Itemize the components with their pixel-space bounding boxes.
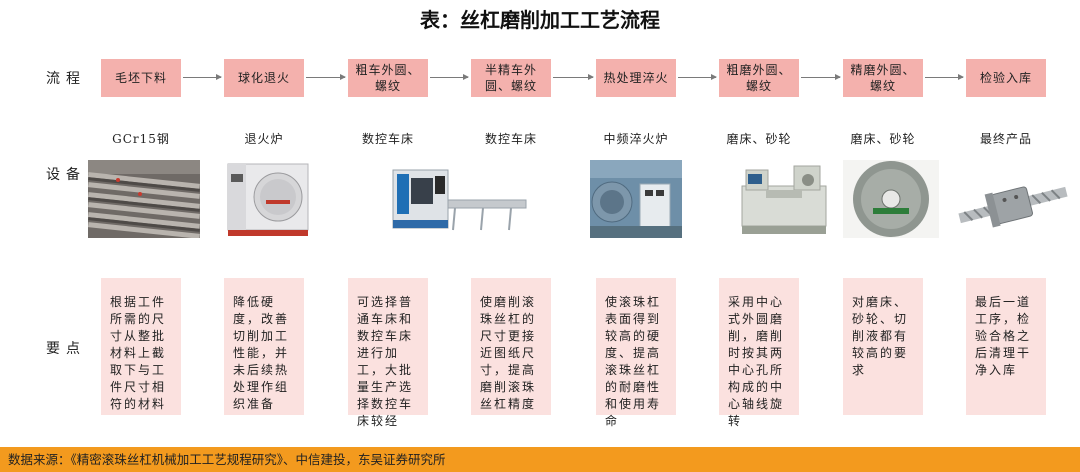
process-step-4: 半精车外圆、螺纹: [471, 59, 551, 97]
key-point-6: 采用中心式外圆磨削，磨削时按其两中心孔所构成的中心轴线旋转: [719, 278, 799, 428]
page-title: 表：丝杠磨削加工工艺流程: [420, 8, 660, 32]
grinding-machine-photo: [736, 160, 832, 238]
key-point-1: 根据工件所需的尺寸从整批材料上截取下与工件尺寸相符的材料: [101, 278, 181, 415]
grinding-wheel-photo: [843, 160, 939, 238]
flow-arrow-1: [183, 74, 222, 80]
flow-arrow-4: [553, 74, 594, 80]
row-label-equipment: 设备: [46, 167, 86, 183]
process-step-3: 粗车外圆、螺纹: [348, 59, 428, 97]
key-point-2: 降低硬度，改善切削加工性能，并未后续热处理作组织准备: [224, 278, 304, 415]
annealing-furnace-photo: [222, 160, 317, 238]
flow-arrow-6: [801, 74, 841, 80]
equipment-name-3: 数控车床: [361, 132, 414, 146]
flow-arrow-2: [306, 74, 346, 80]
key-point-5: 使滚珠杠表面得到较高的硬度、提高滚珠丝杠的耐磨性和使用寿命: [596, 278, 676, 428]
equipment-name-1: GCr15钢: [112, 132, 170, 146]
key-point-3: 可选择普通车床和数控车床进行加工，大批量生产选择数控车床较经: [348, 278, 428, 428]
row-label-process: 流程: [46, 71, 86, 87]
process-step-7: 精磨外圆、螺纹: [843, 59, 923, 97]
key-point-7: 对磨床、砂轮、切削液都有较高的要求: [843, 278, 923, 415]
process-step-6: 粗磨外圆、螺纹: [719, 59, 799, 97]
equipment-name-7: 磨床、砂轮: [850, 132, 916, 146]
process-step-1: 毛坯下料: [101, 59, 181, 97]
key-point-4: 使磨削滚珠丝杠的尺寸更接近图纸尺寸，提高磨削滚珠丝杠精度: [471, 278, 551, 415]
ball-screw-photo: [958, 160, 1068, 238]
flow-arrow-7: [925, 74, 964, 80]
equipment-name-8: 最终产品: [979, 132, 1032, 146]
source-footer: 数据来源：《精密滚珠丝杠机械加工工艺规程研究》、中信建投，东吴证券研究所: [0, 447, 1080, 472]
process-step-2: 球化退火: [224, 59, 304, 97]
equipment-name-4: 数控车床: [484, 132, 537, 146]
flow-arrow-3: [430, 74, 469, 80]
steel-bars-photo: [88, 160, 200, 238]
process-step-8: 检验入库: [966, 59, 1046, 97]
key-point-8: 最后一道工序，检验合格之后清理干净入库: [966, 278, 1046, 415]
quenching-furnace-photo: [590, 160, 682, 238]
process-step-5: 热处理淬火: [596, 59, 676, 97]
equipment-name-6: 磨床、砂轮: [726, 132, 792, 146]
flow-arrow-5: [678, 74, 717, 80]
cnc-lathe-photo: [383, 160, 531, 238]
equipment-name-5: 中频淬火炉: [603, 132, 669, 146]
equipment-name-2: 退火炉: [244, 132, 284, 146]
row-label-points: 要点: [46, 341, 86, 357]
